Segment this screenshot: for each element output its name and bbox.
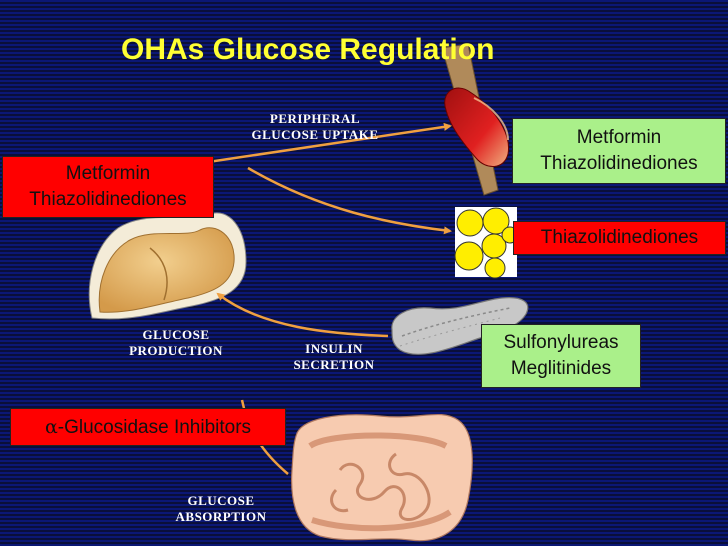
intestines-illustration: [291, 413, 473, 542]
glucose-absorption-line1: GLUCOSE: [187, 493, 255, 508]
fat-drug-box: Thiazolidinediones: [513, 221, 726, 255]
arrow-to-muscle: [167, 122, 452, 170]
peripheral-uptake-line1: PERIPHERAL: [269, 111, 361, 126]
gut-drug-box: α-Glucosidase Inhibitors: [10, 408, 286, 446]
liver-drug-2: Thiazolidinediones: [29, 189, 187, 210]
liver-drugs-box: Metformin Thiazolidinediones: [2, 156, 214, 218]
glucose-absorption-line2: ABSORPTION: [175, 509, 267, 524]
slide-title: OHAs Glucose Regulation: [121, 33, 495, 66]
glucose-production-label: GLUCOSE PRODUCTION: [118, 327, 234, 359]
insulin-secretion-line2: SECRETION: [293, 357, 375, 372]
alpha-symbol: α: [44, 416, 58, 438]
gut-drug-1: -Glucosidase Inhibitors: [57, 417, 252, 438]
glucose-absorption-label: GLUCOSE ABSORPTION: [162, 493, 280, 525]
muscle-illustration: [441, 43, 510, 196]
muscle-drug-1: Metformin: [576, 127, 662, 148]
insulin-secretion-label: INSULIN SECRETION: [284, 341, 384, 373]
muscle-drugs-box: Metformin Thiazolidinediones: [512, 118, 726, 184]
arrow-insulin-to-liver: [216, 292, 389, 338]
pancreas-drug-1: Sulfonylureas: [503, 332, 619, 353]
muscle-drug-2: Thiazolidinediones: [540, 153, 698, 174]
insulin-secretion-line1: INSULIN: [305, 341, 363, 356]
liver-drug-1: Metformin: [65, 163, 151, 184]
peripheral-uptake-line2: GLUCOSE UPTAKE: [251, 127, 379, 142]
pancreas-drug-2: Meglitinides: [510, 358, 612, 379]
fat-drug-1: Thiazolidinediones: [540, 227, 699, 248]
arrow-to-fat: [247, 166, 452, 235]
pancreas-illustration: [391, 297, 529, 355]
gut-drug-text: α-Glucosidase Inhibitors: [44, 416, 252, 438]
glucose-production-line2: PRODUCTION: [129, 343, 223, 358]
glucose-production-line1: GLUCOSE: [142, 327, 210, 342]
fat-cells-illustration: [454, 207, 519, 279]
pancreas-drugs-box: Sulfonylureas Meglitinides: [481, 324, 641, 388]
liver-illustration: [88, 212, 247, 320]
peripheral-uptake-label: PERIPHERAL GLUCOSE UPTAKE: [240, 111, 390, 143]
